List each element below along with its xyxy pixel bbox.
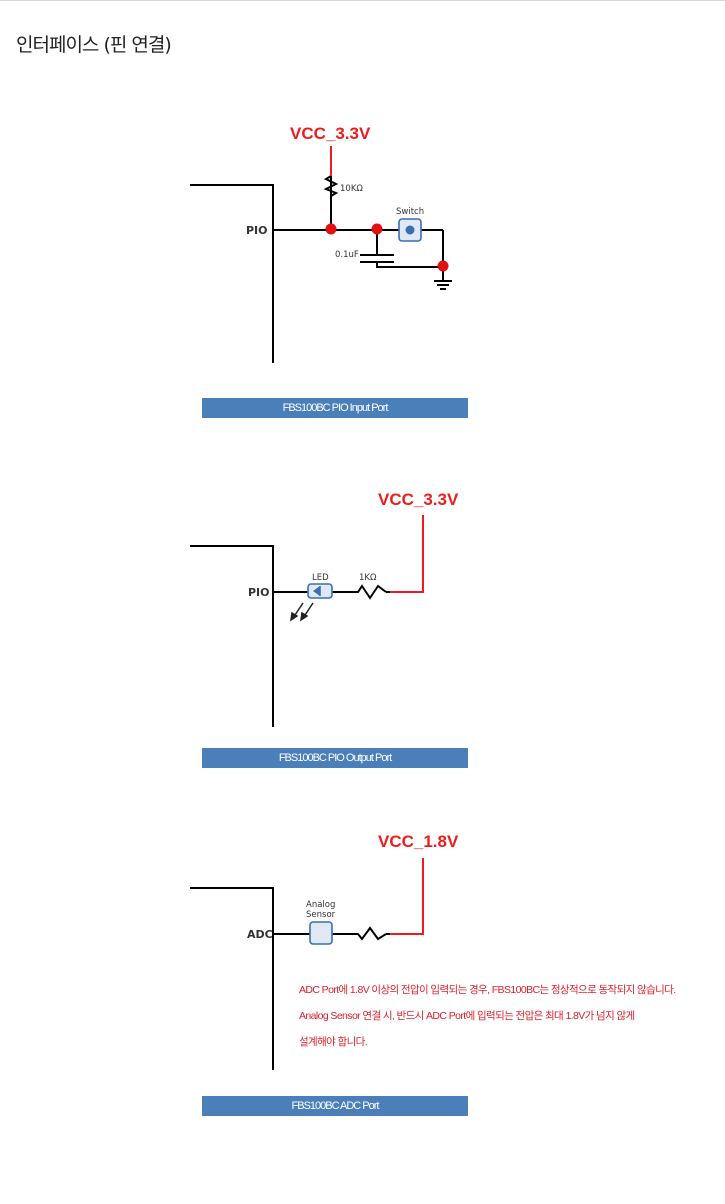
analog-sensor-icon	[309, 921, 333, 945]
vcc-label: VCC_3.3V	[290, 124, 371, 143]
vcc-label: VCC_3.3V	[378, 490, 459, 509]
led-icon	[307, 583, 333, 599]
pin-label: PIO	[246, 224, 268, 237]
note-line: ADC Port에 1.8V 이상의 전압이 입력되는 경우, FBS100BC…	[299, 984, 676, 996]
pin-label: PIO	[248, 586, 270, 599]
sensor-label-line2: Sensor	[306, 910, 336, 920]
led-label: LED	[312, 573, 329, 583]
note-line: Analog Sensor 연결 시, 반드시 ADC Port에 입력되는 전…	[299, 1010, 635, 1022]
junction-node	[325, 223, 337, 235]
junction-node	[437, 260, 449, 272]
resistor-label: 10KΩ	[340, 184, 363, 194]
capacitor-label: 0.1uF	[335, 250, 359, 260]
sensor-label-line1: Analog	[306, 900, 335, 910]
resistor-label: 1KΩ	[359, 573, 377, 583]
adc-schematic: VCC_1.8V ADC Analog Sensor	[190, 832, 459, 1070]
pio-input-schematic: VCC_3.3V PIO 10KΩ Switch 0.1uF	[190, 124, 452, 363]
caption-pio-input: FBS100BC PIO Input Port	[202, 398, 468, 418]
note-line: 설계해야 합니다.	[299, 1036, 368, 1048]
vcc-label: VCC_1.8V	[378, 832, 459, 851]
page-title: 인터페이스 (핀 연결)	[16, 34, 172, 56]
caption-pio-output: FBS100BC PIO Output Port	[202, 748, 468, 768]
junction-node	[371, 223, 383, 235]
switch-label: Switch	[396, 207, 424, 217]
adc-warning-note: ADC Port에 1.8V 이상의 전압이 입력되는 경우, FBS100BC…	[299, 982, 719, 1060]
pio-output-schematic: VCC_3.3V PIO LED 1KΩ	[190, 490, 459, 727]
light-emission-arrows-icon	[290, 602, 314, 622]
caption-adc: FBS100BC ADC Port	[202, 1096, 468, 1116]
pin-label: ADC	[247, 928, 273, 941]
switch-icon	[398, 218, 422, 242]
top-divider	[0, 0, 725, 1]
